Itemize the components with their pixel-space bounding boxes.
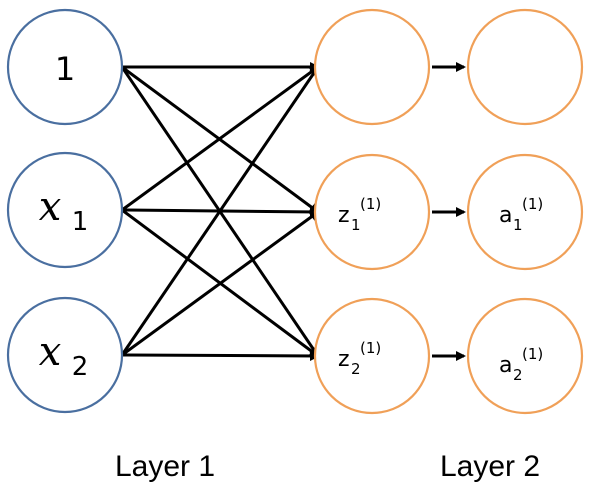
input-node-label: 1 bbox=[55, 50, 75, 88]
hidden-node-label: z bbox=[338, 347, 350, 372]
hidden-node-z2: z 2 (1) bbox=[313, 297, 431, 415]
hidden-node-superscript: (1) bbox=[360, 195, 381, 213]
hidden-node-label: z bbox=[338, 203, 350, 228]
activation-node-a1: a 1 (1) bbox=[466, 153, 584, 271]
input-node-circle bbox=[6, 8, 124, 126]
activation-node-circle bbox=[466, 297, 584, 415]
activation-node-subscript: 2 bbox=[513, 366, 523, 384]
activation-node-subscript: 1 bbox=[513, 216, 523, 234]
activation-node-a2: a 2 (1) bbox=[466, 297, 584, 415]
activation-node-superscript: (1) bbox=[522, 195, 543, 213]
hidden-node-circle bbox=[313, 297, 431, 415]
activation-node-circle bbox=[466, 8, 584, 126]
hidden-node-circle bbox=[313, 8, 431, 126]
activation-node-superscript: (1) bbox=[522, 345, 543, 363]
edge-input2-hidden0 bbox=[120, 65, 320, 356]
input-node-x1: x 1 bbox=[6, 151, 124, 269]
input-node-subscript: 2 bbox=[72, 352, 89, 382]
hidden-node-subscript: 1 bbox=[351, 216, 361, 234]
input-node-bias: 1 bbox=[6, 8, 124, 126]
hidden-node-z1: z 1 (1) bbox=[313, 153, 431, 271]
input-node-label: x bbox=[39, 184, 62, 230]
input-node-subscript: 1 bbox=[72, 207, 89, 237]
activation-node-a0 bbox=[466, 8, 584, 126]
activation-node-label: a bbox=[499, 353, 512, 378]
hidden-node-superscript: (1) bbox=[360, 339, 381, 357]
edge-input2-hidden1 bbox=[121, 210, 320, 357]
edge-input1-hidden0 bbox=[121, 65, 320, 212]
hidden-node-subscript: 2 bbox=[351, 360, 361, 378]
layer2-label: Layer 2 bbox=[440, 450, 540, 483]
input-node-x2: x 2 bbox=[6, 296, 124, 414]
connection-edges bbox=[120, 62, 466, 361]
input-node-circle bbox=[6, 296, 124, 414]
input-node-label: x bbox=[39, 329, 62, 375]
layer1-label: Layer 1 bbox=[115, 450, 215, 483]
hidden-node-z0 bbox=[313, 8, 431, 126]
activation-node-label: a bbox=[499, 203, 512, 228]
activation-node-circle bbox=[466, 153, 584, 271]
hidden-node-circle bbox=[313, 153, 431, 271]
edge-input2-hidden2 bbox=[121, 350, 320, 361]
input-node-circle bbox=[6, 151, 124, 269]
